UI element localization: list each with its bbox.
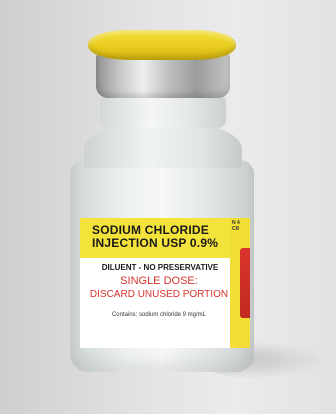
label-discard: DISCARD UNUSED PORTION [89, 289, 229, 300]
vial-label: SODIUM CHLORIDE INJECTION USP 0.9% N 4 C… [80, 218, 250, 348]
label-red-mark [240, 248, 250, 318]
vial-shoulder [84, 122, 242, 168]
vial-cap [88, 30, 236, 60]
label-header [80, 218, 230, 258]
label-strip-text: N 4 CR [232, 220, 240, 232]
label-single-dose: SINGLE DOSE: [120, 275, 198, 287]
label-diluent: DILUENT - NO PRESERVATIVE [101, 263, 219, 272]
label-title: SODIUM CHLORIDE INJECTION USP 0.9% [92, 224, 232, 250]
label-contains: Contains: sodium chloride 9 mg/mL [111, 312, 207, 318]
label-title-line1: SODIUM CHLORIDE [92, 223, 209, 237]
vial-neck [100, 94, 226, 128]
label-title-line2: INJECTION USP 0.9% [92, 236, 219, 250]
